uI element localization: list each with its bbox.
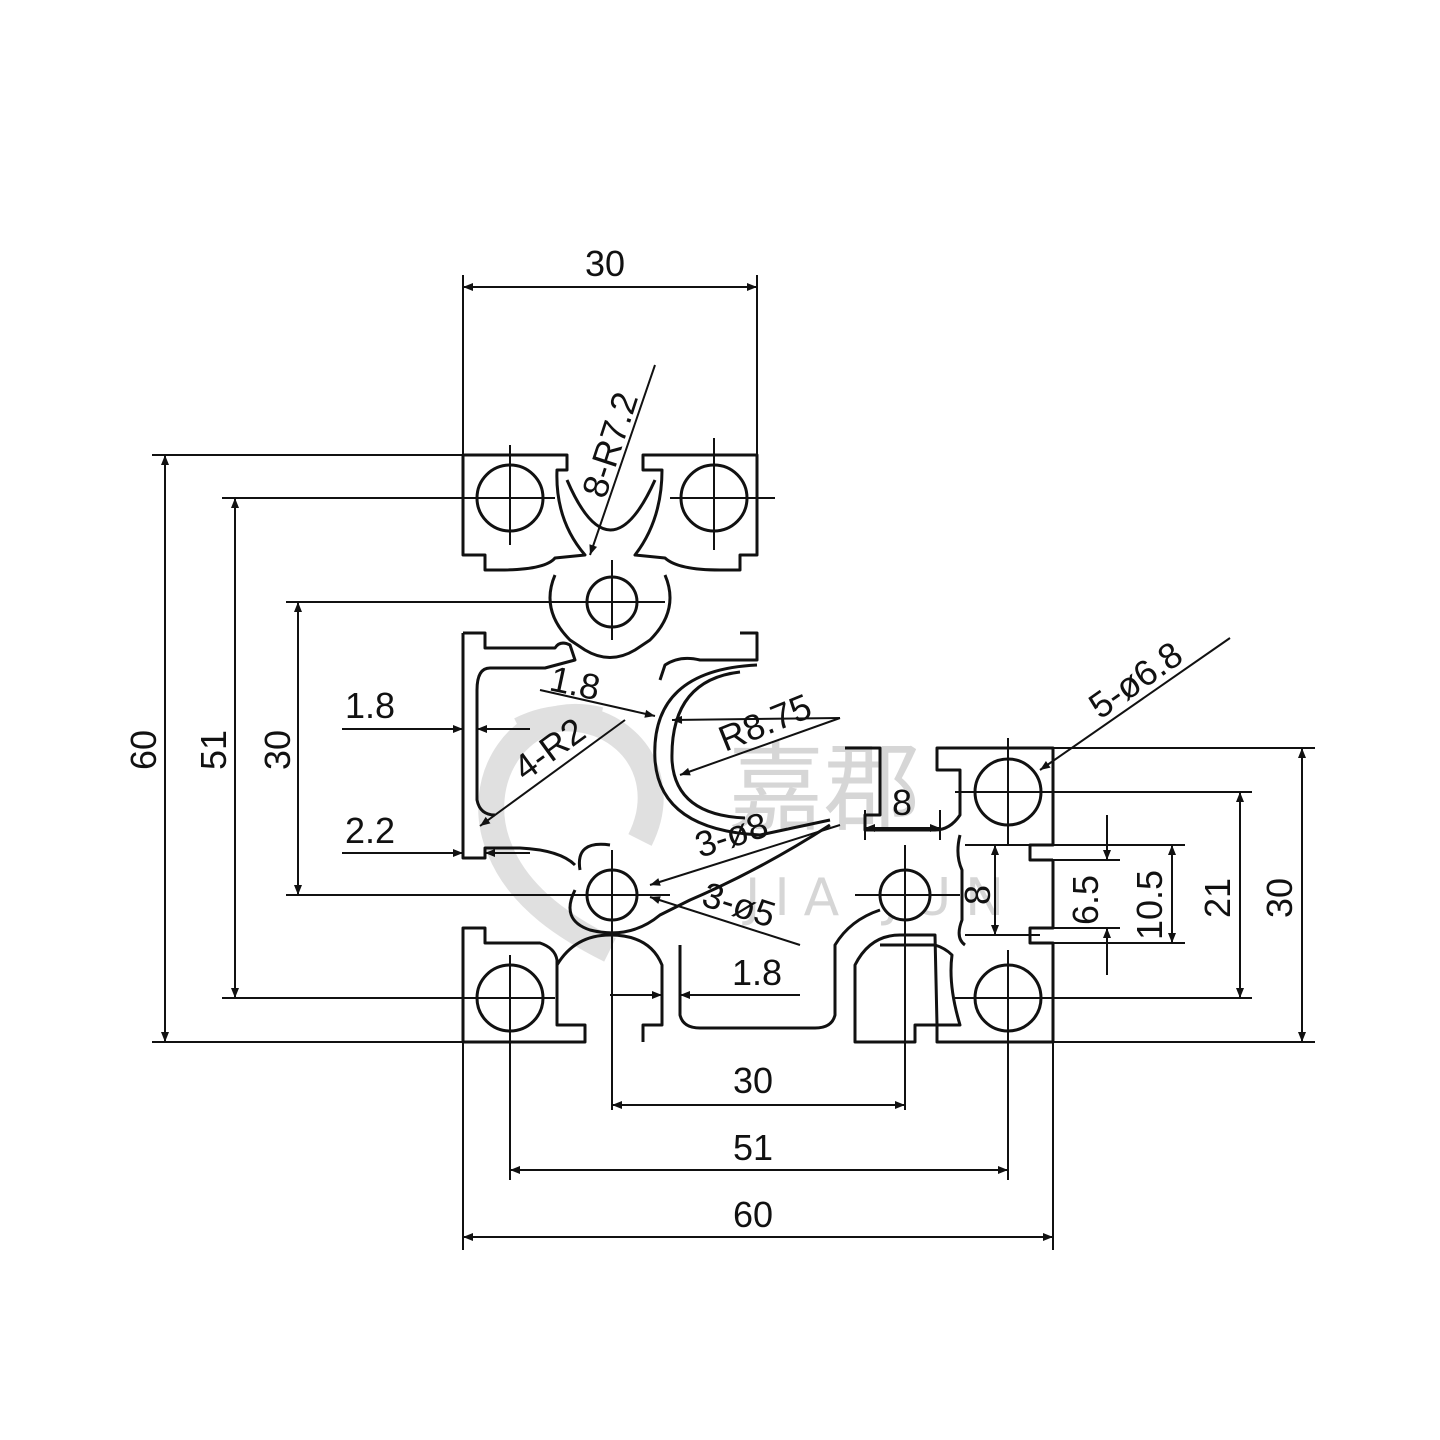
label-1-8-upper: 1.8 [546,658,603,709]
label-right-30: 30 [1259,878,1300,918]
watermark: 嘉郡 JIA JUN [478,703,1018,962]
right-arm-inner [956,834,966,947]
label-bottom-30: 30 [733,1060,773,1101]
watermark-latin: JIA JUN [742,868,1018,928]
label-3-d8: 3-ø8 [690,804,773,866]
label-slot-height-8: 8 [957,885,998,905]
label-6-5: 6.5 [1065,875,1106,925]
label-bottom-60: 60 [733,1194,773,1235]
bottom-web [678,908,881,1030]
label-slot-width-8: 8 [892,782,912,823]
profile-outline [461,453,1055,1044]
bottom-middle-web [568,823,831,935]
label-left-height-30: 30 [257,730,298,770]
bottom-left-block [461,926,587,1044]
dimension-lines [152,275,1315,1250]
bottom-center-ring [577,842,611,871]
right-web-upper [658,631,759,681]
label-left-height-60: 60 [123,730,164,770]
dimension-labels: 30 60 51 30 8-R7.2 1.8 R8.75 5-ø6.8 1.8 … [123,243,1300,1235]
center-web-upper [548,574,672,659]
center-lines [465,438,1065,1180]
label-left-height-51: 51 [193,730,234,770]
top-slot-arc [565,479,657,532]
bottom-slot-left [555,933,664,1042]
label-right-21: 21 [1197,878,1238,918]
r875-arc-inner [670,670,746,820]
swirl-logo-icon [478,703,664,962]
label-left-2-2: 2.2 [345,810,395,851]
top-block-right-outline [633,453,759,572]
label-top-width: 30 [585,243,625,284]
label-8-r7-2: 8-R7.2 [574,387,646,502]
label-bottom-1-8: 1.8 [732,952,782,993]
top-block-left-outline [461,453,587,572]
bottom-slot-right [853,933,939,1044]
left-face-upper-slot [463,631,577,817]
label-10-5: 10.5 [1129,870,1170,940]
r875-arc-outer [653,663,831,837]
label-left-1-8: 1.8 [345,685,395,726]
label-bottom-51: 51 [733,1127,773,1168]
label-5-d6-8: 5-ø6.8 [1081,633,1190,726]
